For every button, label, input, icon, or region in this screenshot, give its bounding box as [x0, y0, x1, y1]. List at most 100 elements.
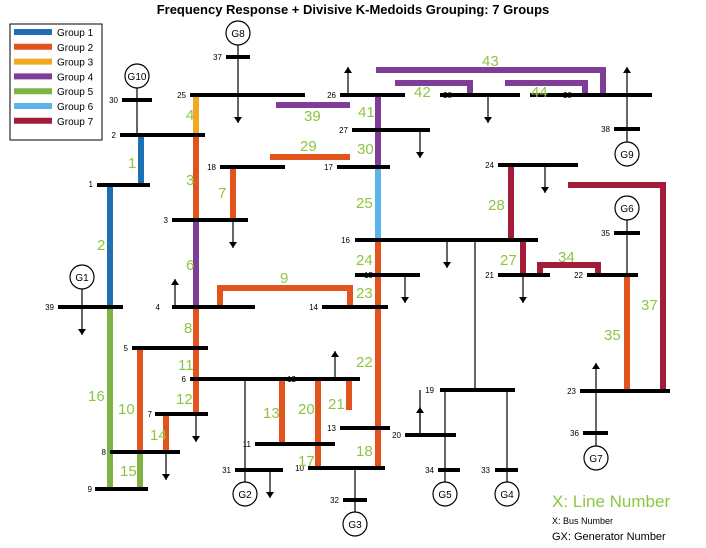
- bus-label-11: 11: [243, 440, 252, 449]
- legend-label-3: Group 3: [57, 58, 94, 69]
- line-label-13: 13: [263, 405, 280, 422]
- bus-label-36: 36: [570, 429, 579, 438]
- generator-label-g4: G4: [500, 490, 514, 501]
- grouped-line-8: [217, 285, 353, 307]
- legend-label-1: Group 1: [57, 28, 94, 39]
- bus-label-3: 3: [164, 216, 169, 225]
- generator-label-g9: G9: [620, 150, 634, 161]
- line-label-10: 10: [118, 401, 135, 418]
- generator-circle-g5: [432, 481, 458, 507]
- generator-label-g8: G8: [231, 29, 245, 40]
- bus-label-21: 21: [485, 271, 494, 280]
- legend-label-7: Group 7: [57, 117, 94, 128]
- load-arrow-icon-12: [484, 117, 492, 123]
- grouped-line-26: [537, 262, 601, 275]
- line-label-18: 18: [356, 443, 373, 460]
- line-label-37: 37: [641, 297, 658, 314]
- generator-circle-g1: [69, 264, 95, 290]
- bus-label-14: 14: [309, 303, 318, 312]
- bus-label-23: 23: [567, 387, 576, 396]
- bus-label-13: 13: [327, 424, 336, 433]
- line-label-27: 27: [500, 252, 517, 269]
- legend-label-5: Group 5: [57, 87, 94, 98]
- bus-label-31: 31: [222, 466, 231, 475]
- bus-label-15: 15: [364, 271, 373, 280]
- load-arrow-icon-6: [162, 474, 170, 480]
- bus-label-10: 10: [295, 464, 304, 473]
- bus-label-26: 26: [327, 91, 336, 100]
- generator-circle-g9: [614, 141, 640, 167]
- bus-label-30: 30: [109, 96, 118, 105]
- line-label-7: 7: [218, 185, 226, 202]
- line-label-8: 8: [184, 320, 192, 337]
- generator-label-g3: G3: [348, 520, 362, 531]
- line-label-30: 30: [357, 141, 374, 158]
- line-label-16: 16: [88, 388, 105, 405]
- generator-label-g7: G7: [589, 454, 603, 465]
- grouped-line-21: [376, 67, 606, 95]
- bus-label-28: 28: [443, 91, 452, 100]
- bus-label-5: 5: [124, 344, 129, 353]
- generator-circle-g7: [583, 445, 609, 471]
- key-bus-number: X: Bus Number: [552, 516, 613, 526]
- key: X: Line Number X: Bus Number GX: Generat…: [552, 492, 670, 543]
- bus-label-6: 6: [182, 375, 187, 384]
- bus-label-1: 1: [89, 180, 94, 189]
- line-label-3: 3: [186, 172, 194, 189]
- line-label-42: 42: [414, 84, 431, 101]
- generator-circle-g4: [494, 481, 520, 507]
- load-arrow-icon-18: [592, 363, 600, 369]
- bus-label-39: 39: [45, 303, 54, 312]
- line-label-2: 2: [97, 237, 105, 254]
- legend-label-2: Group 2: [57, 43, 94, 54]
- line-label-39: 39: [304, 108, 321, 125]
- bus-label-35: 35: [601, 229, 610, 238]
- line-label-28: 28: [488, 197, 505, 214]
- bus-label-25: 25: [177, 91, 186, 100]
- bus-label-8: 8: [102, 448, 107, 457]
- bus-label-24: 24: [485, 161, 494, 170]
- line-label-12: 12: [176, 391, 193, 408]
- unclassified-lines: [136, 57, 628, 500]
- line-label-34: 34: [558, 249, 575, 266]
- line-label-17: 17: [298, 453, 315, 470]
- bus-label-29: 29: [563, 91, 572, 100]
- grouped-line-27: [568, 182, 666, 391]
- load-arrow-icon-17: [416, 407, 424, 413]
- generator-label-g1: G1: [75, 273, 89, 284]
- line-label-35: 35: [604, 327, 621, 344]
- bus-label-17: 17: [324, 163, 333, 172]
- generator-label-g2: G2: [238, 490, 252, 501]
- bus-label-9: 9: [88, 485, 93, 494]
- generator-circle-g8: [225, 20, 251, 46]
- generator-circle-g2: [232, 481, 258, 507]
- line-label-6: 6: [186, 257, 194, 274]
- generator-label-g6: G6: [620, 204, 634, 215]
- line-label-29: 29: [300, 138, 317, 155]
- key-line-number: X: Line Number: [552, 492, 670, 511]
- bus-bars: [58, 55, 670, 502]
- bus-label-16: 16: [341, 236, 350, 245]
- line-label-1: 1: [128, 155, 136, 172]
- grouped-lines: [107, 67, 666, 489]
- load-arrow-icon-10: [416, 152, 424, 158]
- bus-label-19: 19: [425, 386, 434, 395]
- line-label-23: 23: [356, 285, 373, 302]
- generator-circle-g3: [342, 511, 368, 537]
- line-label-9: 9: [280, 270, 288, 287]
- line-label-21: 21: [328, 396, 345, 413]
- line-label-41: 41: [358, 104, 375, 121]
- bus-label-34: 34: [425, 466, 434, 475]
- line-label-14: 14: [150, 427, 167, 444]
- bus-label-2: 2: [112, 131, 117, 140]
- generator-circle-g6: [614, 195, 640, 221]
- generator-circle-g10: [124, 63, 150, 89]
- line-label-11: 11: [178, 357, 194, 374]
- bus-label-37: 37: [213, 53, 222, 62]
- legend-label-4: Group 4: [57, 72, 94, 83]
- bus-label-22: 22: [574, 271, 583, 280]
- line-label-4: 4: [186, 107, 194, 124]
- bus-label-12: 12: [287, 375, 296, 384]
